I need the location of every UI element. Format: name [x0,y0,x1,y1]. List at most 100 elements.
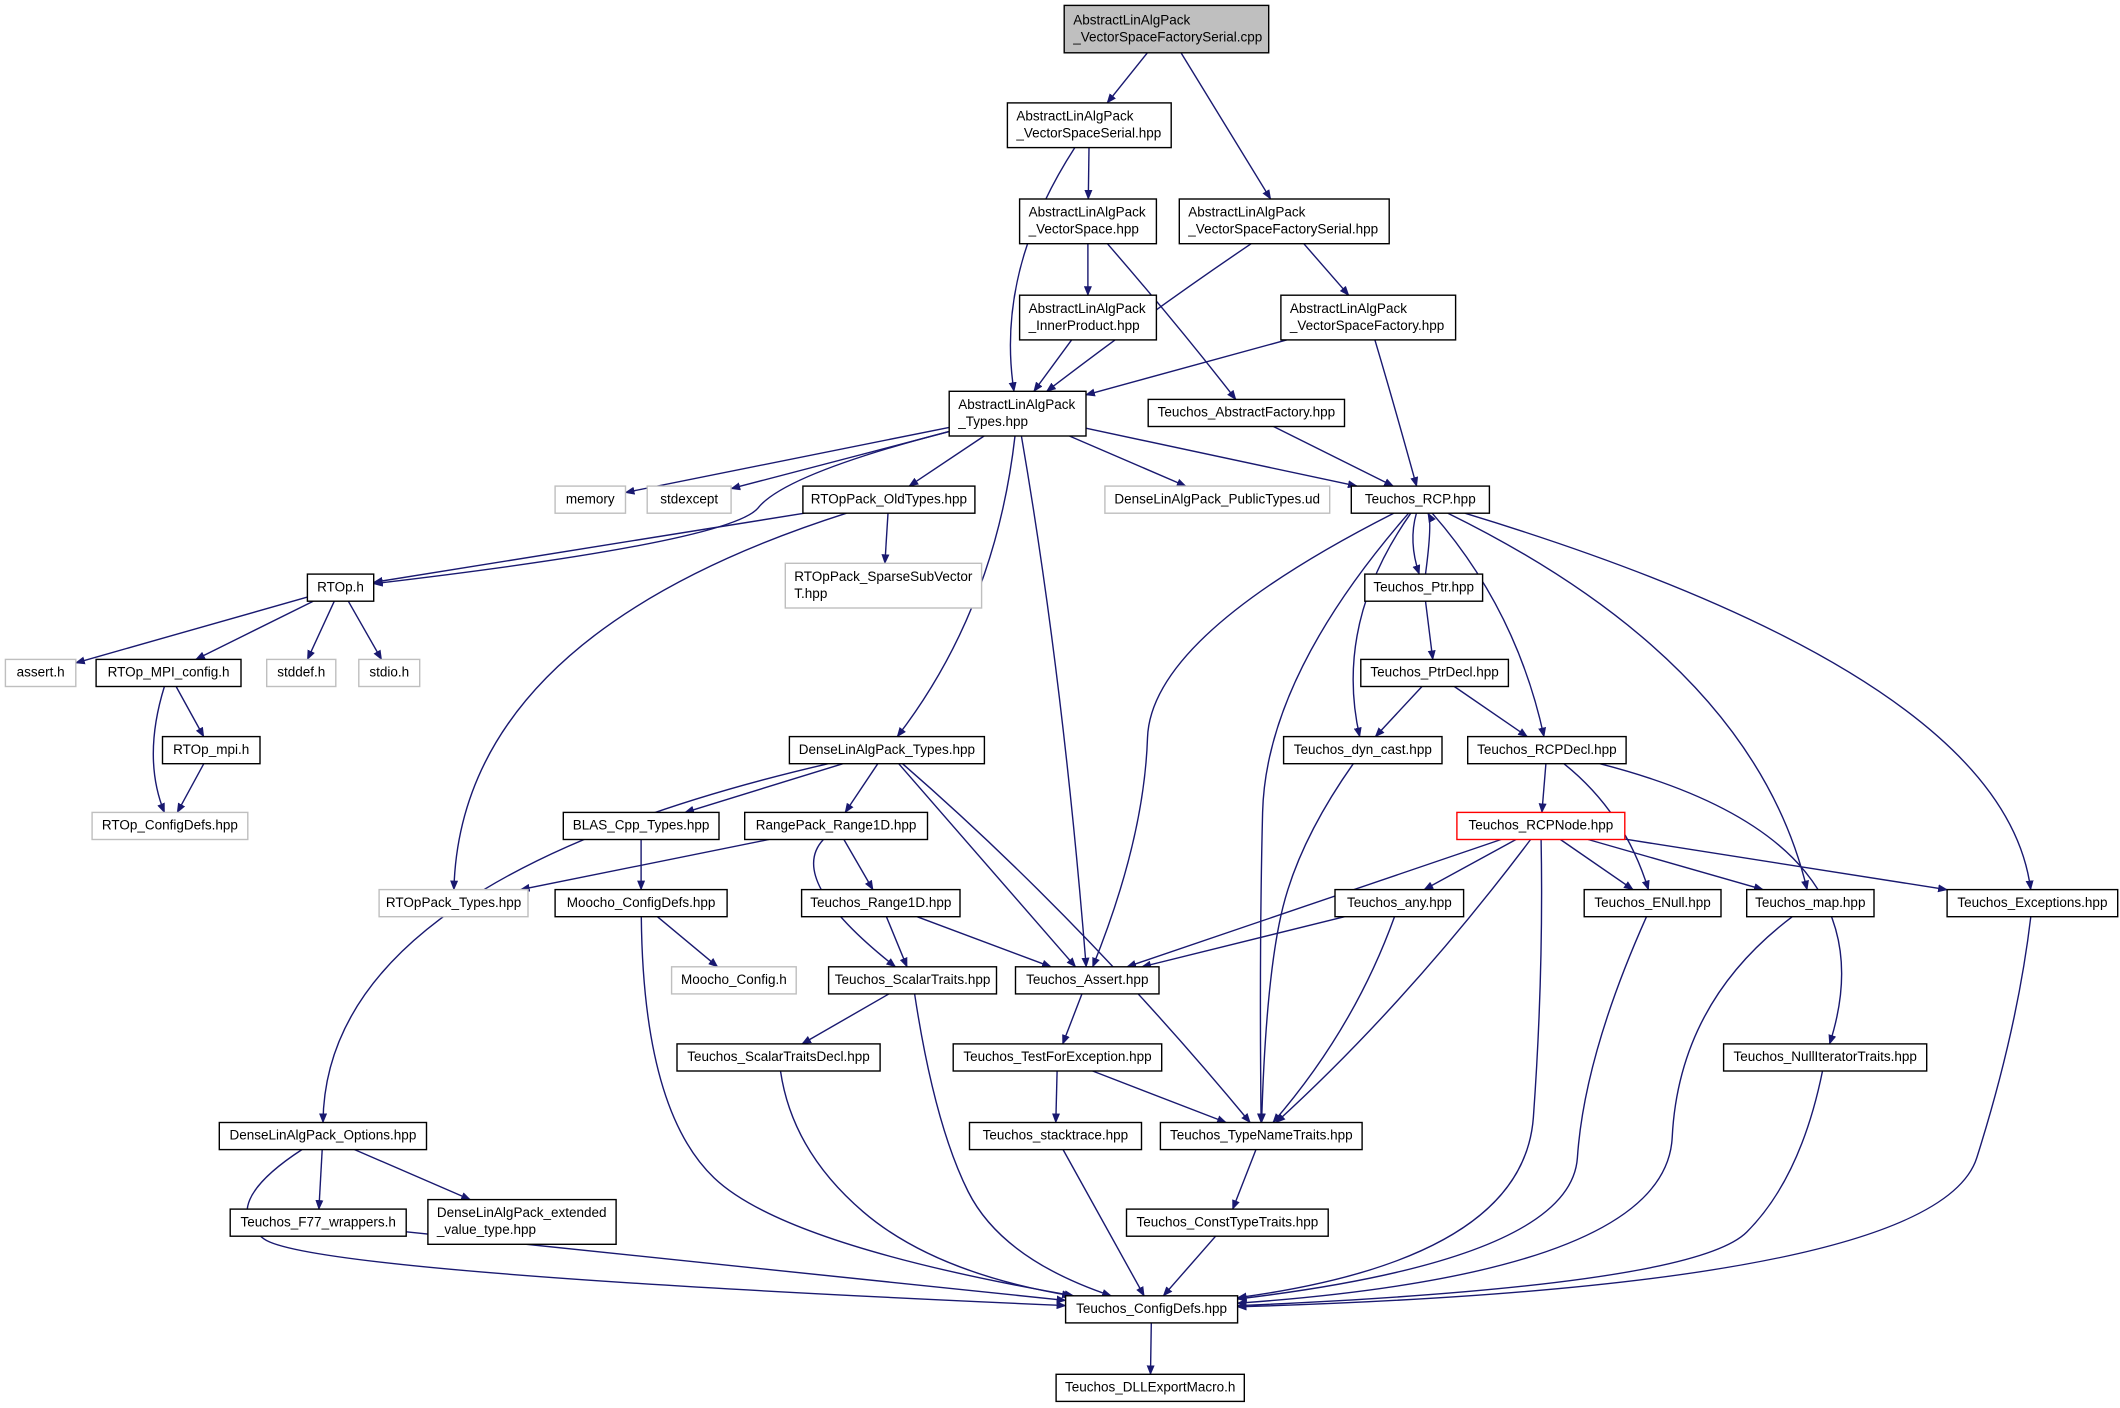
node-vsf-hpp[interactable]: AbstractLinAlgPack_VectorSpaceFactory.hp… [1280,294,1457,341]
node-exceptions[interactable]: Teuchos_Exceptions.hpp [1946,888,2119,918]
node-label: Teuchos_RCPDecl.hpp [1477,742,1617,757]
edge-trange1d-to-tassert [916,916,1052,968]
edge-ptr-to-rcp [1424,512,1436,575]
node-box [1350,485,1491,514]
node-mpiconfig[interactable]: RTOp_MPI_config.h [95,658,242,688]
edge-moochocfg-to-tconfigdefs [640,916,1075,1299]
node-rcp[interactable]: Teuchos_RCP.hpp [1350,485,1491,514]
node-dlap-options[interactable]: DenseLinAlgPack_Options.hpp [218,1121,428,1151]
node-absfac[interactable]: Teuchos_AbstractFactory.hpp [1147,398,1346,428]
node-any[interactable]: Teuchos_any.hpp [1334,888,1465,918]
node-label: AbstractLinAlgPack [1073,12,1190,27]
edge-ptrdecl-to-dyncast [1374,686,1423,738]
node-dlap-types[interactable]: DenseLinAlgPack_Types.hpp [788,735,986,765]
node-assert-h[interactable]: assert.h [4,658,77,688]
edge-types_hpp-to-rcp [1085,427,1358,489]
node-vss-hpp[interactable]: AbstractLinAlgPack_VectorSpaceSerial.hpp [1006,102,1172,149]
node-typenametraits[interactable]: Teuchos_TypeNameTraits.hpp [1159,1121,1363,1151]
node-box [1063,4,1270,54]
node-label: Teuchos_TestForException.hpp [963,1049,1151,1064]
node-label: RTOp_mpi.h [173,742,249,757]
edge-vsf_hpp-to-types_hpp [1084,339,1287,397]
node-box [554,888,728,918]
edge-types_hpp-to-oldtypes [908,435,985,487]
node-box [554,485,627,514]
node-moochoconfig-h[interactable]: Moocho_Config.h [670,966,797,995]
edge-rcp-to-ptr [1412,513,1421,576]
node-label: _InnerProduct.hpp [1028,318,1140,333]
node-stdexcept[interactable]: stdexcept [646,485,732,514]
edge-rcpnode-to-typenametraits [1275,839,1532,1124]
node-tassert[interactable]: Teuchos_Assert.hpp [1014,966,1160,995]
node-box [1456,811,1626,841]
node-consttypetraits[interactable]: Teuchos_ConstTypeTraits.hpp [1125,1208,1329,1237]
node-dyncast[interactable]: Teuchos_dyn_cast.hpp [1282,735,1443,765]
node-scalartraits[interactable]: Teuchos_ScalarTraits.hpp [827,966,998,995]
node-trange1d[interactable]: Teuchos_Range1D.hpp [800,888,961,918]
node-f77[interactable]: Teuchos_F77_wrappers.h [229,1208,407,1237]
node-label: RTOpPack_OldTypes.hpp [811,491,967,506]
node-box [1360,658,1510,688]
node-label: AbstractLinAlgPack [958,397,1075,412]
node-moochocfg[interactable]: Moocho_ConfigDefs.hpp [554,888,728,918]
node-label: AbstractLinAlgPack [1290,301,1407,316]
node-memory[interactable]: memory [554,485,627,514]
node-rtop-h[interactable]: RTOp.h [306,573,375,602]
node-range1d[interactable]: RangePack_Range1D.hpp [744,811,929,841]
node-rcpnode[interactable]: Teuchos_RCPNode.hpp [1456,811,1626,841]
node-box [1280,294,1457,341]
node-box [1282,735,1443,765]
node-label: DenseLinAlgPack_extended [437,1205,607,1220]
node-blas[interactable]: BLAS_Cpp_Types.hpp [562,811,720,841]
node-rtopmpi[interactable]: RTOp_mpi.h [161,735,261,765]
node-label: AbstractLinAlgPack [1029,205,1146,220]
node-vsfs-cpp[interactable]: AbstractLinAlgPack_VectorSpaceFactorySer… [1063,4,1270,54]
node-ptrdecl[interactable]: Teuchos_PtrDecl.hpp [1360,658,1510,688]
node-box [802,485,976,514]
node-rtoppacktypes[interactable]: RTOpPack_Types.hpp [378,888,529,918]
node-label: Teuchos_NullIteratorTraits.hpp [1734,1049,1917,1064]
node-box [1125,1208,1329,1237]
node-label: DenseLinAlgPack_Types.hpp [799,742,975,757]
node-rtopcfg[interactable]: RTOp_ConfigDefs.hpp [91,811,249,841]
node-types-hpp[interactable]: AbstractLinAlgPack_Types.hpp [948,390,1087,437]
node-enull[interactable]: Teuchos_ENull.hpp [1583,888,1722,918]
node-vsfs-hpp[interactable]: AbstractLinAlgPack_VectorSpaceFactorySer… [1178,198,1390,245]
node-publictypes[interactable]: DenseLinAlgPack_PublicTypes.ud [1104,485,1331,514]
edge-tconfigdefs-to-dllexport [1146,1322,1155,1376]
node-oldtypes[interactable]: RTOpPack_OldTypes.hpp [802,485,976,514]
edge-rcpdecl-to-rcpnode [1538,763,1547,814]
node-testforexc[interactable]: Teuchos_TestForException.hpp [952,1043,1163,1072]
node-stddef[interactable]: stddef.h [266,658,337,688]
node-scalartraitsdecl[interactable]: Teuchos_ScalarTraitsDecl.hpp [676,1043,881,1072]
edge-tassert-to-testforexc [1062,993,1083,1045]
edge-rtop_h-to-mpiconfig [195,600,314,661]
node-vs-hpp[interactable]: AbstractLinAlgPack_VectorSpace.hpp [1018,198,1158,245]
node-label: AbstractLinAlgPack [1029,301,1146,316]
edge-rcpnode-to-tassert [1126,838,1502,968]
node-label: Teuchos_PtrDecl.hpp [1370,665,1498,680]
edge-vss_hpp-to-types_hpp [1008,147,1076,393]
node-stacktrace[interactable]: Teuchos_stacktrace.hpp [968,1121,1143,1151]
node-tconfigdefs[interactable]: Teuchos_ConfigDefs.hpp [1064,1295,1239,1324]
node-map[interactable]: Teuchos_map.hpp [1745,888,1875,918]
edge-trange1d-to-scalartraits [885,916,908,968]
edge-vsfs_cpp-to-vss_hpp [1106,52,1148,104]
node-box [952,1043,1163,1072]
node-rcpdecl[interactable]: Teuchos_RCPDecl.hpp [1466,735,1627,765]
node-dllexport[interactable]: Teuchos_DLLExportMacro.h [1055,1373,1245,1403]
edge-types_hpp-to-memory [624,426,950,495]
edge-vss_hpp-to-vs_hpp [1084,147,1093,200]
node-ip-hpp[interactable]: AbstractLinAlgPack _InnerProduct.hpp [1018,294,1158,341]
node-ptr[interactable]: Teuchos_Ptr.hpp [1364,573,1484,602]
edge-scalartraitsdecl-to-tconfigdefs [779,1070,1073,1299]
edge-dlap_options-to-tconfigdefs [246,1148,1067,1310]
node-extvt[interactable]: DenseLinAlgPack_extended_value_type.hpp [427,1198,617,1245]
node-stdio[interactable]: stdio.h [358,658,421,688]
edge-nullit-to-tconfigdefs [1236,1070,1824,1310]
node-label: AbstractLinAlgPack [1016,109,1133,124]
dependency-edges [74,52,2034,1376]
node-nullit[interactable]: Teuchos_NullIteratorTraits.hpp [1722,1043,1928,1072]
